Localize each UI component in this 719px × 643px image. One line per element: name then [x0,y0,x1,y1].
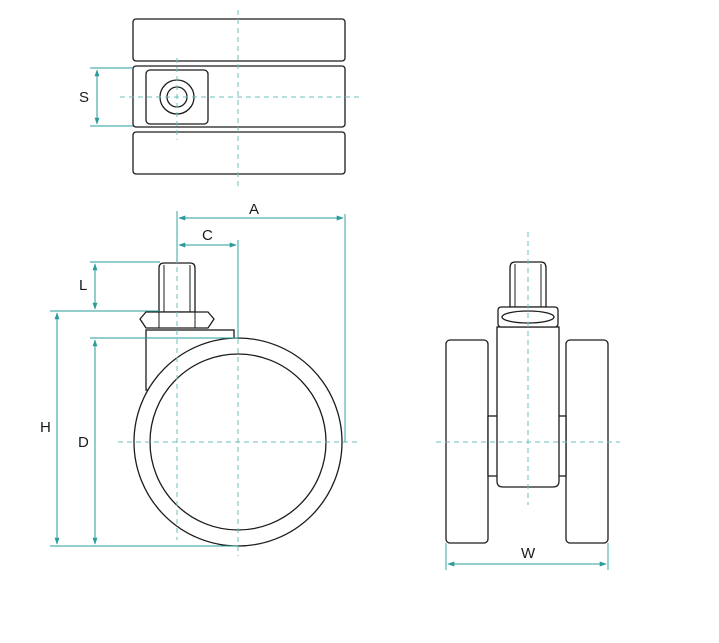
top-view: S [79,10,360,188]
dimension-h-label: H [40,419,51,436]
dimension-a-label: A [249,201,259,218]
top-view-lower-wheel [132,131,346,175]
dimension-w-label: W [521,545,536,562]
dimension-l-label: L [79,277,87,294]
dimension-s-label: S [79,89,89,106]
front-view-stem [509,261,547,308]
dimension-c-label: C [202,227,213,244]
dimension-d-label: D [78,434,89,451]
side-view: A C L H D [40,201,358,556]
front-view: W [436,232,620,570]
top-view-upper-wheel [132,18,346,62]
